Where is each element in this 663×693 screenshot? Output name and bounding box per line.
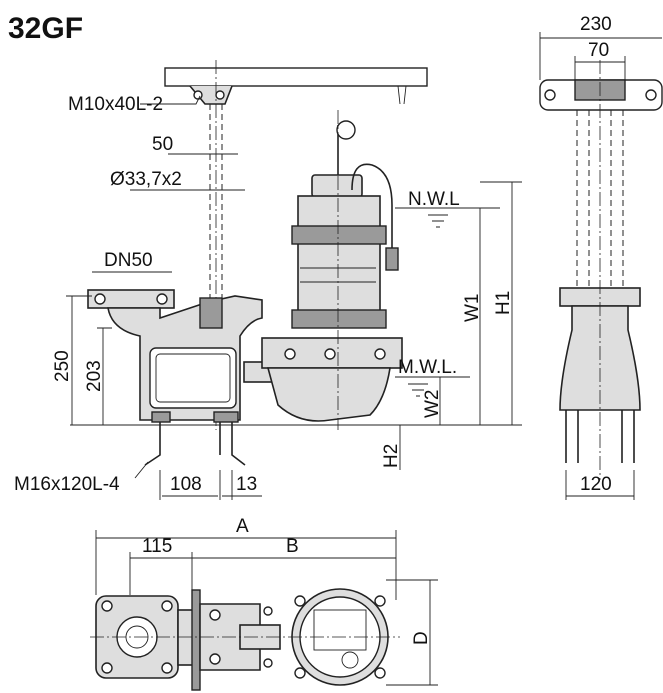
label-h1: H1 <box>493 291 514 315</box>
guide-top-bracket <box>164 67 428 87</box>
side-view <box>539 32 663 500</box>
label-dim-115: 115 <box>142 536 172 557</box>
front-view <box>66 60 522 500</box>
label-bolt-bottom: M16x120L-4 <box>14 474 120 495</box>
label-dim-d: D <box>411 631 432 645</box>
motor-cap <box>311 174 363 198</box>
label-pipe-diameter: Ø33,7x2 <box>110 169 182 190</box>
label-nwl: N.W.L <box>408 189 460 210</box>
label-w2: W2 <box>422 390 443 419</box>
label-dim-120: 120 <box>580 474 612 495</box>
mwl-mark <box>395 376 470 397</box>
power-cable <box>351 163 393 250</box>
anchor-bolt <box>144 420 246 466</box>
motor-housing <box>297 195 381 321</box>
label-dim-230: 230 <box>580 14 612 35</box>
label-h2: H2 <box>381 444 402 468</box>
lifting-eye <box>336 120 356 140</box>
pump-volute <box>266 367 391 422</box>
model-title: 32GF <box>8 12 83 45</box>
label-dim-108: 108 <box>170 474 202 495</box>
label-dim-70: 70 <box>588 40 609 61</box>
label-dim-250: 250 <box>52 350 73 382</box>
label-dim-203: 203 <box>84 360 105 392</box>
label-dn50: DN50 <box>104 250 153 271</box>
label-dim-50: 50 <box>152 134 173 155</box>
label-mwl: M.W.L. <box>398 357 457 378</box>
guide-pipe <box>209 104 223 300</box>
base-window <box>149 347 237 409</box>
label-dim-a: A <box>236 516 249 537</box>
label-w1: W1 <box>462 294 483 323</box>
top-view <box>90 530 438 691</box>
label-dim-b: B <box>286 536 299 557</box>
label-dim-13: 13 <box>236 474 257 495</box>
nwl-mark <box>395 207 500 228</box>
label-bolt-top: M10x40L-2 <box>68 94 163 115</box>
